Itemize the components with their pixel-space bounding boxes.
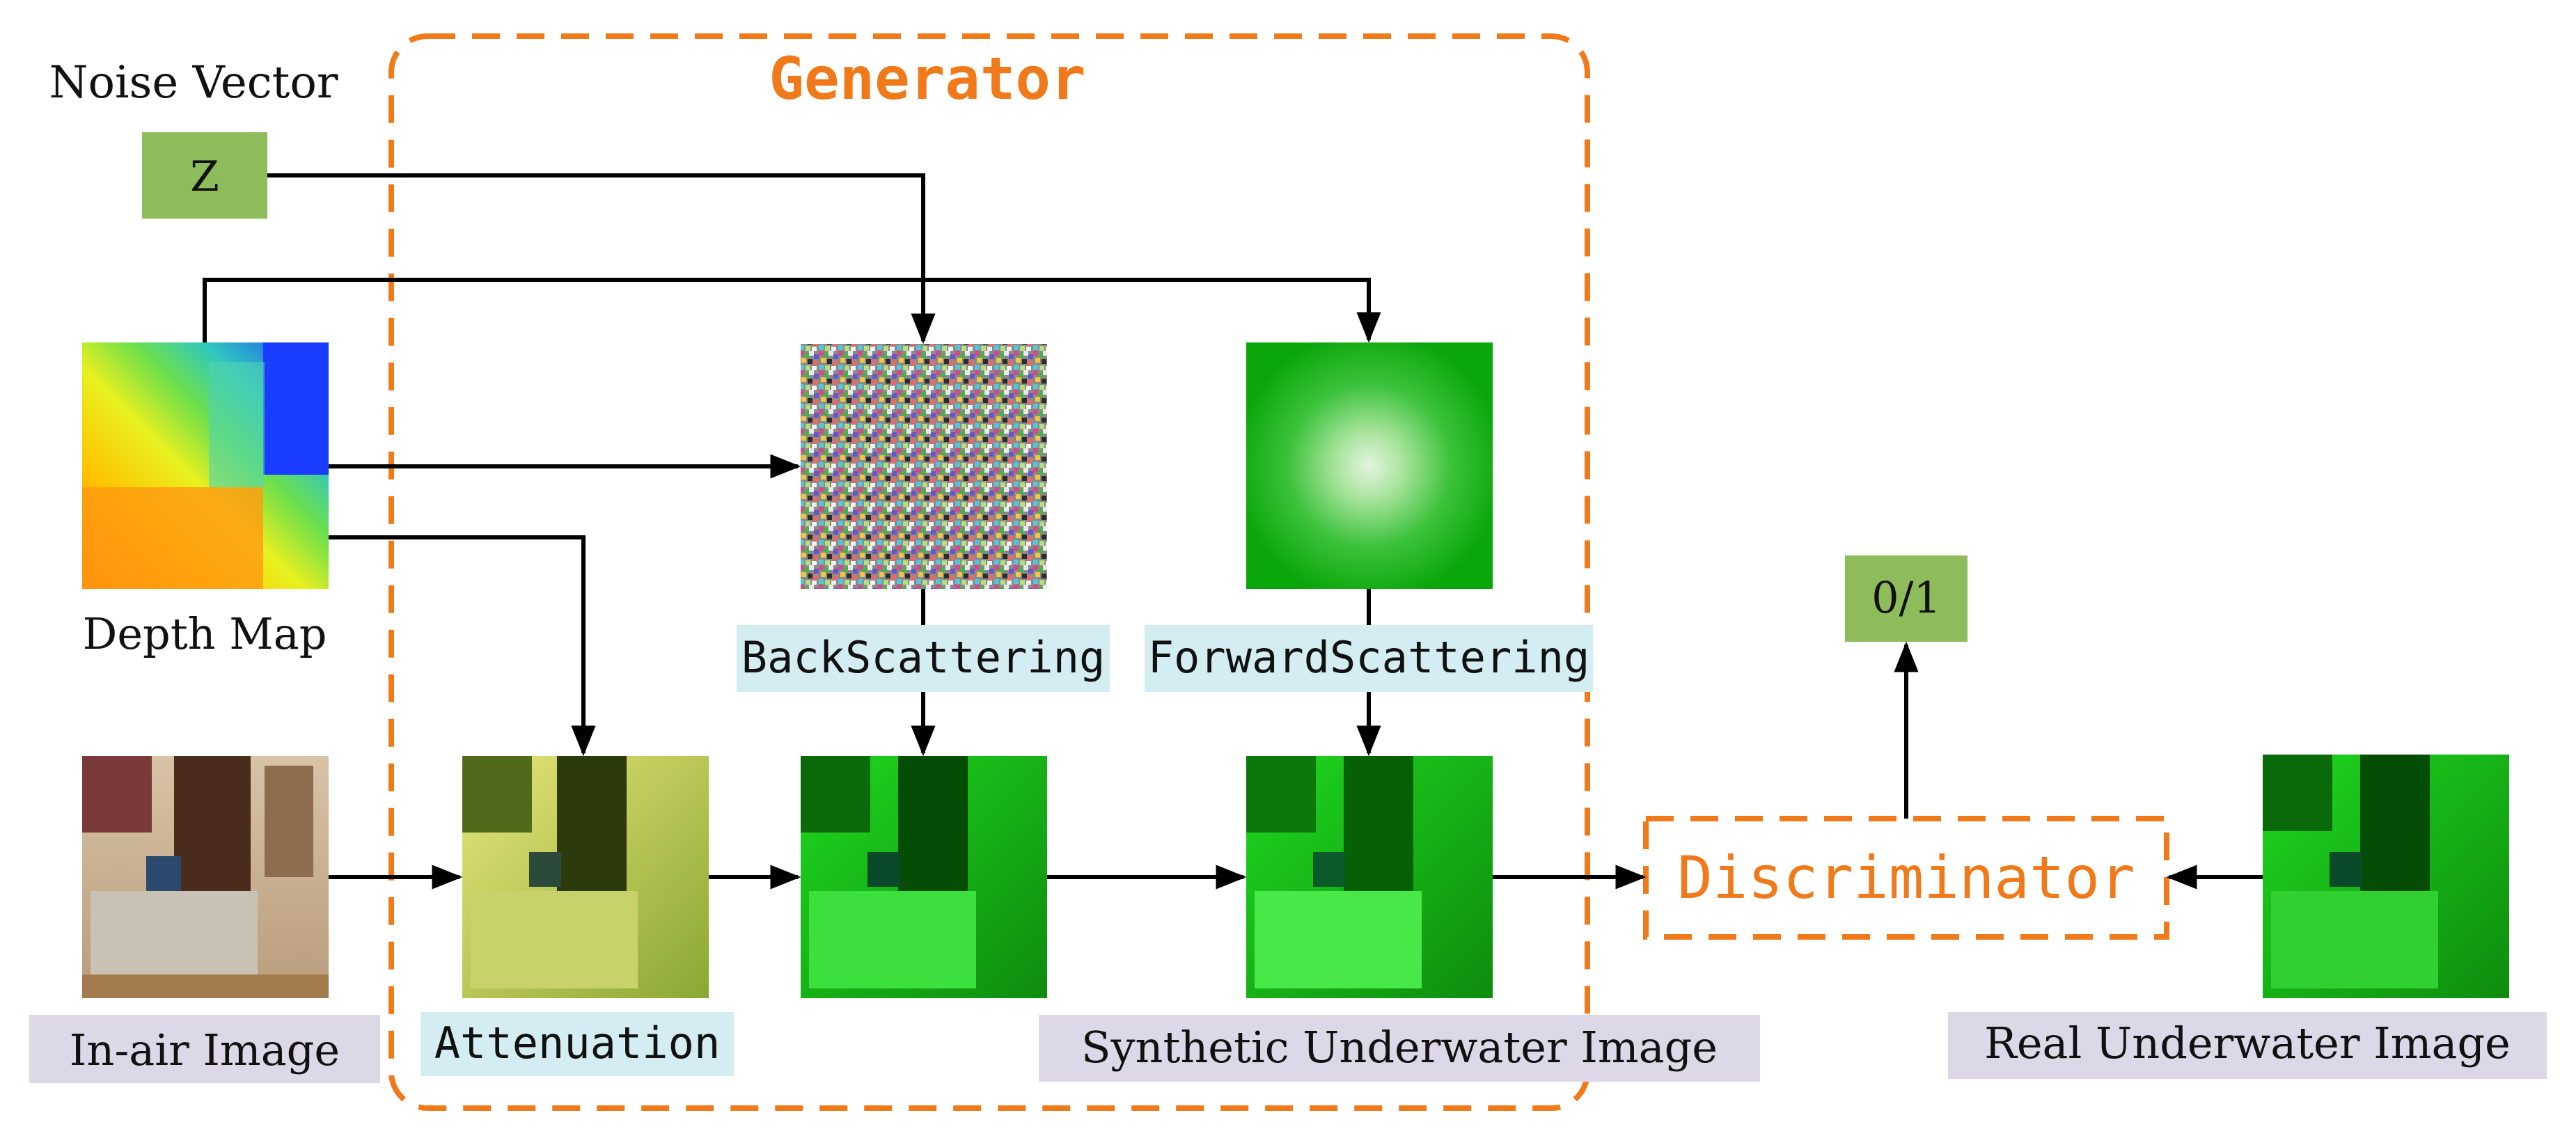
arrow-z-to-backscatter [267, 173, 936, 345]
discriminator-label: Discriminator [1677, 844, 2135, 912]
synthetic-underwater-image [1246, 756, 1493, 998]
attenuation-image [462, 756, 709, 998]
connectors [203, 173, 2263, 890]
in-air-label-bg [29, 1015, 380, 1083]
real-underwater-label-bg [1948, 1012, 2547, 1079]
z-label: Z [190, 152, 219, 201]
output-box [1845, 555, 1968, 642]
in-air-label: In-air Image [70, 1025, 340, 1075]
depth-map-label: Depth Map [83, 608, 327, 659]
arrow-depth-to-forward [203, 278, 1381, 343]
z-box [142, 132, 267, 219]
arrow-depth-to-attenuation [329, 535, 596, 757]
backscatter-result-image [801, 756, 1047, 998]
generator-boundary [388, 33, 1590, 1111]
attenuation-label-bg [421, 1012, 734, 1076]
backscattering-label-bg [737, 625, 1110, 692]
generator-label: Generator [769, 45, 1085, 113]
backscattering-label: BackScattering [741, 632, 1106, 683]
backscatter-noise-image [801, 344, 1047, 589]
output-label: 0/1 [1871, 572, 1941, 623]
real-underwater-image [2263, 755, 2509, 998]
forward-scatter-image [1246, 342, 1493, 589]
attenuation-label: Attenuation [434, 1018, 721, 1068]
discriminator-box [1643, 816, 2169, 940]
depth-map-image [82, 342, 329, 589]
real-underwater-label: Real Underwater Image [1984, 1018, 2511, 1068]
noise-vector-label: Noise Vector [49, 57, 338, 109]
in-air-image [82, 756, 329, 998]
synthetic-label: Synthetic Underwater Image [1081, 1022, 1718, 1073]
forwardscattering-label: ForwardScattering [1148, 632, 1590, 683]
forwardscattering-label-bg [1145, 625, 1593, 692]
synthetic-label-bg [1039, 1015, 1760, 1082]
